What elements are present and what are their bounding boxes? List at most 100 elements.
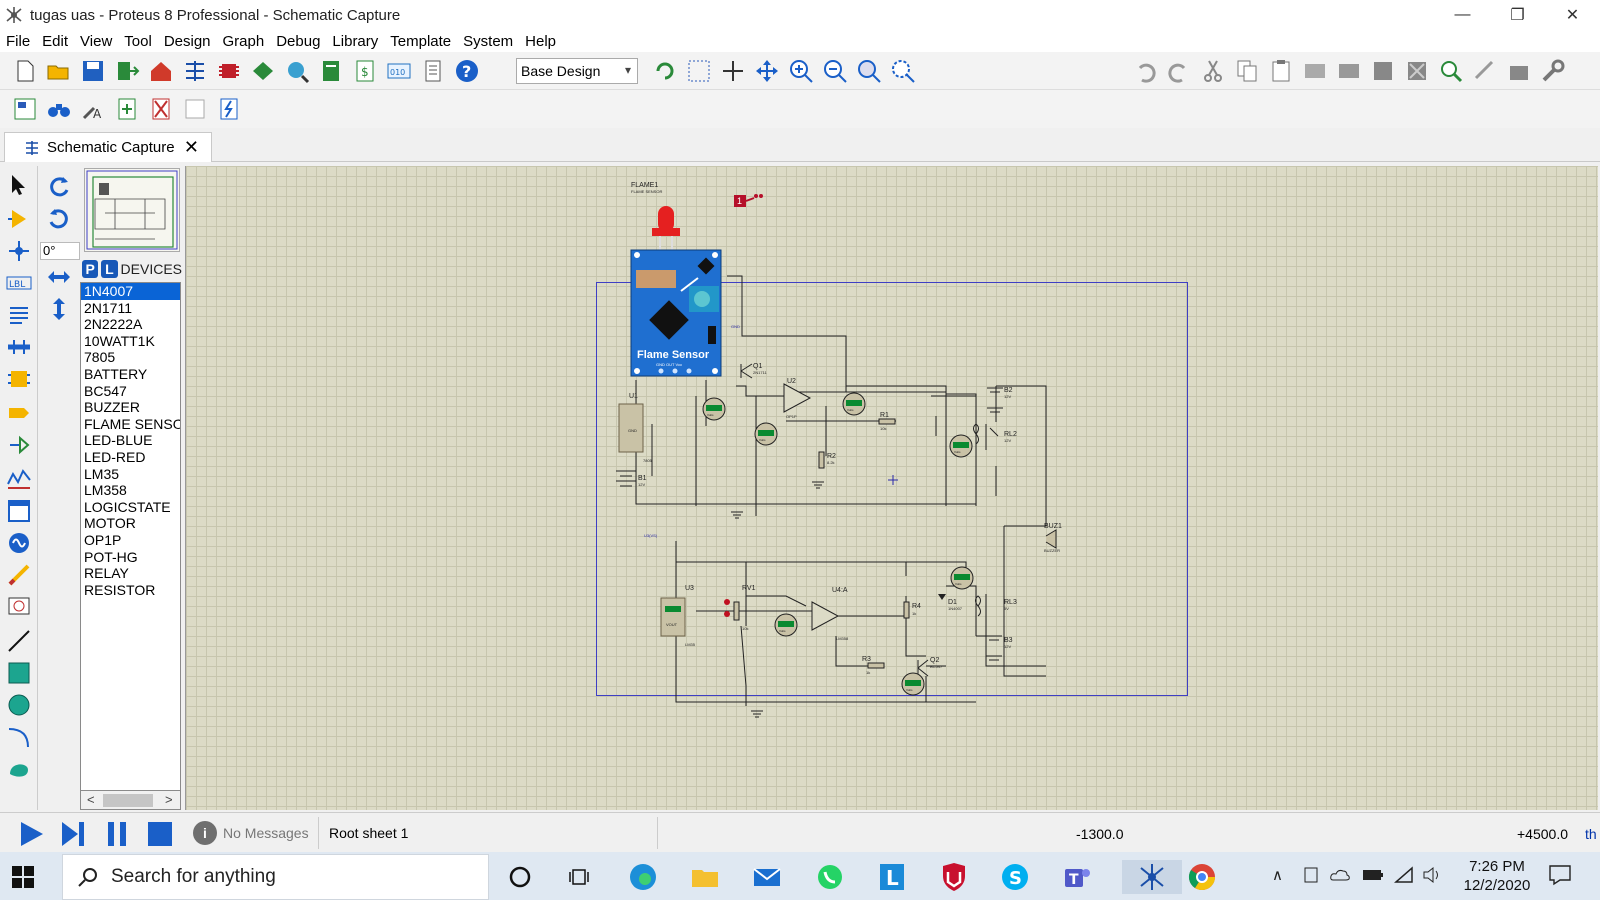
teams-taskbar-button[interactable]: T [1060, 860, 1094, 894]
rotate-anticlockwise-button[interactable] [44, 204, 74, 234]
tape-recorder-mode-button[interactable] [4, 496, 34, 526]
property-tool-button[interactable]: A [78, 94, 108, 124]
undo-button[interactable] [1130, 56, 1160, 86]
list-item[interactable]: 2N2222A [84, 316, 143, 333]
delete-sheet-button[interactable] [146, 94, 176, 124]
message-area[interactable]: i No Messages [193, 817, 313, 849]
menu-graph[interactable]: Graph [222, 32, 265, 50]
pause-button[interactable] [102, 819, 132, 849]
decompose-button[interactable] [1538, 56, 1568, 86]
pick-device-button[interactable]: P [82, 260, 99, 278]
import-button[interactable] [112, 56, 142, 86]
search-component-button[interactable] [44, 94, 74, 124]
windows-start-icon[interactable] [12, 866, 34, 888]
taskbar-clock[interactable]: 7:26 PM 12/2/2020 [1462, 857, 1532, 895]
open-file-button[interactable] [44, 56, 74, 86]
pan-button[interactable] [752, 56, 782, 86]
device-list[interactable]: 1N4007 2N1711 2N2222A 10WATT1K 7805 BATT… [80, 282, 181, 810]
skype-taskbar-button[interactable]: S [998, 860, 1032, 894]
zoom-out-button[interactable] [820, 56, 850, 86]
3d-viewer-button[interactable] [248, 56, 278, 86]
toggle-grid-button[interactable] [684, 56, 714, 86]
pick-parts-button[interactable] [1436, 56, 1466, 86]
menu-tool[interactable]: Tool [124, 32, 152, 50]
flip-horizontal-button[interactable] [44, 262, 74, 292]
rotation-angle-field[interactable]: 0° [40, 242, 80, 260]
new-file-button[interactable] [10, 56, 40, 86]
list-item[interactable]: MOTOR [84, 515, 136, 532]
menu-template[interactable]: Template [390, 32, 452, 50]
menu-view[interactable]: View [80, 32, 113, 50]
project-notes-button[interactable] [418, 56, 448, 86]
copy-button[interactable] [1232, 56, 1262, 86]
list-item[interactable]: BATTERY [84, 365, 148, 382]
edge-taskbar-button[interactable] [626, 860, 660, 894]
property-assignment-button[interactable] [10, 94, 40, 124]
schematic-canvas[interactable]: Flame Sensor GND OUT Vcc FLAME1 FLAME SE… [185, 166, 1598, 810]
subcircuit-mode-button[interactable] [4, 364, 34, 394]
onedrive-icon[interactable] [1330, 866, 1350, 884]
gerber-viewer-button[interactable] [282, 56, 312, 86]
cortana-button[interactable] [503, 860, 537, 894]
list-item[interactable]: 7805 [84, 349, 116, 366]
scroll-thumb[interactable] [103, 794, 153, 807]
tray-expand-icon[interactable]: ∧ [1272, 867, 1283, 884]
list-item[interactable]: OP1P [84, 531, 122, 548]
bill-of-materials-button[interactable]: $ [350, 56, 380, 86]
list-item[interactable]: 2N1711 [84, 299, 133, 316]
list-item[interactable]: LM35 [84, 465, 120, 482]
proteus-taskbar-button[interactable] [1122, 860, 1182, 894]
step-button[interactable] [58, 819, 88, 849]
graph-mode-button[interactable] [4, 464, 34, 494]
rotate-clockwise-button[interactable] [44, 172, 74, 202]
bus-mode-button[interactable] [4, 332, 34, 362]
mail-taskbar-button[interactable] [750, 860, 784, 894]
menu-design[interactable]: Design [163, 32, 211, 50]
electrical-rule-check-button[interactable] [214, 94, 244, 124]
goto-parent-button[interactable] [180, 94, 210, 124]
list-item[interactable]: RESISTOR [84, 581, 156, 598]
design-explorer-button[interactable] [316, 56, 346, 86]
path-mode-button[interactable] [4, 754, 34, 784]
list-item[interactable]: 10WATT1K [84, 332, 155, 349]
zoom-all-button[interactable] [854, 56, 884, 86]
selection-mode-button[interactable] [4, 170, 34, 200]
scroll-left-icon[interactable]: < [87, 792, 95, 807]
notification-icon[interactable] [1548, 864, 1572, 886]
menu-file[interactable]: File [6, 32, 31, 50]
list-item[interactable]: LM358 [84, 482, 127, 499]
zoom-in-button[interactable] [786, 56, 816, 86]
pcb-layout-button[interactable] [214, 56, 244, 86]
tablet-icon[interactable] [1302, 866, 1320, 884]
cut-button[interactable] [1198, 56, 1228, 86]
list-item[interactable]: RELAY [84, 565, 129, 582]
flip-vertical-button[interactable] [44, 294, 74, 324]
units-toggle[interactable]: th [1585, 826, 1597, 842]
new-sheet-button[interactable] [112, 94, 142, 124]
library-manager-button[interactable]: L [101, 260, 118, 278]
packaging-tool-button[interactable] [1504, 56, 1534, 86]
taskbar-search[interactable]: Search for anything [62, 854, 489, 900]
generator-mode-button[interactable] [4, 528, 34, 558]
menu-library[interactable]: Library [332, 32, 379, 50]
minimize-button[interactable]: — [1454, 6, 1471, 23]
refresh-button[interactable] [650, 56, 680, 86]
list-item[interactable]: POT-HG [84, 548, 138, 565]
overview-window[interactable] [84, 168, 180, 252]
block-copy-button[interactable] [1300, 56, 1330, 86]
help-button[interactable]: ? [452, 56, 482, 86]
toggle-origin-button[interactable] [718, 56, 748, 86]
circle-mode-button[interactable] [4, 690, 34, 720]
list-item[interactable]: BUZZER [84, 399, 140, 416]
layer-select[interactable]: Base Design ▾ [516, 58, 638, 84]
list-item[interactable]: 1N4007 [81, 283, 180, 300]
source-code-button[interactable]: 010 [384, 56, 414, 86]
virtual-instruments-mode-button[interactable] [4, 592, 34, 622]
list-item[interactable]: LED-RED [84, 448, 146, 465]
battery-icon[interactable] [1362, 866, 1384, 884]
wire-label-mode-button[interactable]: LBL [4, 268, 34, 298]
menu-system[interactable]: System [463, 32, 514, 50]
zoom-area-button[interactable] [888, 56, 918, 86]
terminals-mode-button[interactable] [4, 398, 34, 428]
task-view-button[interactable] [562, 860, 596, 894]
